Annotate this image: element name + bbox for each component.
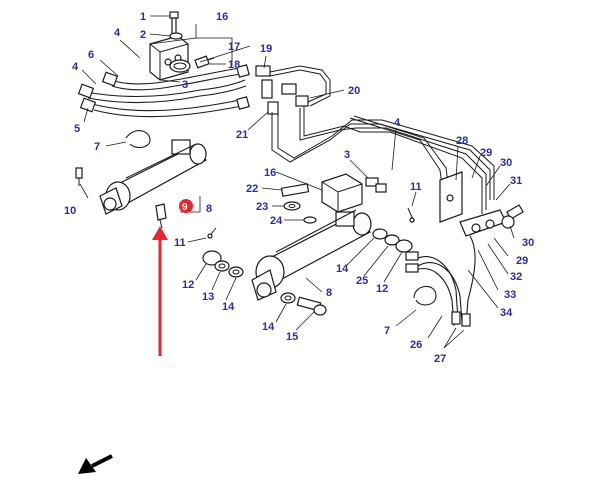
callout-14: 14 bbox=[336, 263, 349, 275]
callout-29: 29 bbox=[480, 147, 492, 159]
callout-20: 20 bbox=[348, 85, 360, 97]
callout-31: 31 bbox=[510, 175, 522, 187]
callout-11: 11 bbox=[410, 181, 422, 193]
washer-25 bbox=[384, 234, 400, 246]
pin-22 bbox=[280, 183, 310, 197]
callout-2: 2 bbox=[140, 29, 146, 41]
callout-26: 26 bbox=[410, 339, 422, 351]
callout-11: 11 bbox=[174, 237, 186, 249]
callout-18: 18 bbox=[228, 59, 240, 71]
callout-5: 5 bbox=[74, 123, 80, 135]
callout-16: 16 bbox=[216, 11, 228, 23]
pipe-bracket bbox=[439, 171, 507, 237]
washer-top bbox=[169, 32, 183, 40]
callout-9-highlight: 9 bbox=[179, 199, 193, 213]
washer-24 bbox=[303, 216, 317, 224]
callout-19: 19 bbox=[260, 43, 272, 55]
hydraulic-cylinder-left bbox=[99, 139, 208, 215]
callout-16: 16 bbox=[264, 167, 276, 179]
callout-32: 32 bbox=[510, 271, 522, 283]
seal-ring bbox=[169, 59, 191, 73]
callout-12: 12 bbox=[376, 283, 388, 295]
callout-4: 4 bbox=[72, 61, 79, 73]
lower-hoses bbox=[405, 235, 476, 327]
callout-7: 7 bbox=[384, 325, 390, 337]
callout-6: 6 bbox=[88, 49, 94, 61]
callout-22: 22 bbox=[246, 183, 258, 195]
front-direction-arrow-icon bbox=[78, 454, 113, 474]
bolt-right bbox=[501, 204, 524, 229]
callout-30: 30 bbox=[522, 237, 534, 249]
callout-9: 9 bbox=[182, 202, 188, 213]
washer-14-right bbox=[372, 228, 388, 240]
pin-11-left bbox=[207, 227, 217, 239]
callout-14: 14 bbox=[262, 321, 275, 333]
washer-13 bbox=[214, 260, 230, 272]
callout-29: 29 bbox=[516, 255, 528, 267]
valve-block-center bbox=[321, 173, 363, 213]
callout-28: 28 bbox=[456, 135, 468, 147]
connector-pin bbox=[155, 203, 167, 229]
tee-fittings bbox=[255, 65, 309, 115]
callout-4: 4 bbox=[394, 117, 401, 129]
callout-27: 27 bbox=[434, 353, 446, 365]
fittings-center bbox=[365, 177, 387, 193]
hose-clamp-right bbox=[413, 285, 437, 306]
callout-3: 3 bbox=[344, 149, 350, 161]
callout-4: 4 bbox=[114, 27, 121, 39]
callout-34: 34 bbox=[500, 307, 513, 319]
callout-15: 15 bbox=[286, 331, 298, 343]
callout-8: 8 bbox=[326, 287, 332, 299]
callout-24: 24 bbox=[270, 215, 283, 227]
callout-14: 14 bbox=[222, 301, 235, 313]
hydraulic-cylinder-right bbox=[251, 209, 372, 301]
callout-13: 13 bbox=[202, 291, 214, 303]
washer-23 bbox=[283, 201, 301, 211]
callout-3: 3 bbox=[182, 79, 188, 91]
callout-8: 8 bbox=[206, 203, 212, 215]
callout-17: 17 bbox=[228, 41, 240, 53]
pin-11-right bbox=[407, 207, 415, 223]
hose-clamp-left bbox=[125, 130, 151, 149]
callout-10: 10 bbox=[64, 205, 76, 217]
nut-12-right bbox=[395, 239, 413, 253]
callout-33: 33 bbox=[504, 289, 516, 301]
callout-30: 30 bbox=[500, 157, 512, 169]
banjo-fitting bbox=[194, 55, 215, 69]
red-pointer-arrow bbox=[152, 226, 168, 356]
callout-7: 7 bbox=[94, 141, 100, 153]
grease-nipple bbox=[75, 167, 83, 186]
washer-14-left bbox=[228, 266, 244, 278]
valve-block bbox=[149, 35, 189, 81]
upper-hoses bbox=[77, 64, 250, 118]
bolt bbox=[169, 11, 179, 35]
callout-12: 12 bbox=[182, 279, 194, 291]
bolt-15 bbox=[296, 296, 327, 316]
callout-25: 25 bbox=[356, 275, 368, 287]
nut-12-left bbox=[202, 250, 222, 266]
washer-14-bottom bbox=[280, 292, 296, 304]
callout-23: 23 bbox=[256, 201, 268, 213]
callouts: 1 2 3 4 6 4 5 7 16 17 18 19 20 21 4 3 16… bbox=[64, 11, 534, 365]
callout-1: 1 bbox=[140, 11, 146, 23]
callout-21: 21 bbox=[236, 129, 248, 141]
leader-lines bbox=[79, 15, 515, 349]
